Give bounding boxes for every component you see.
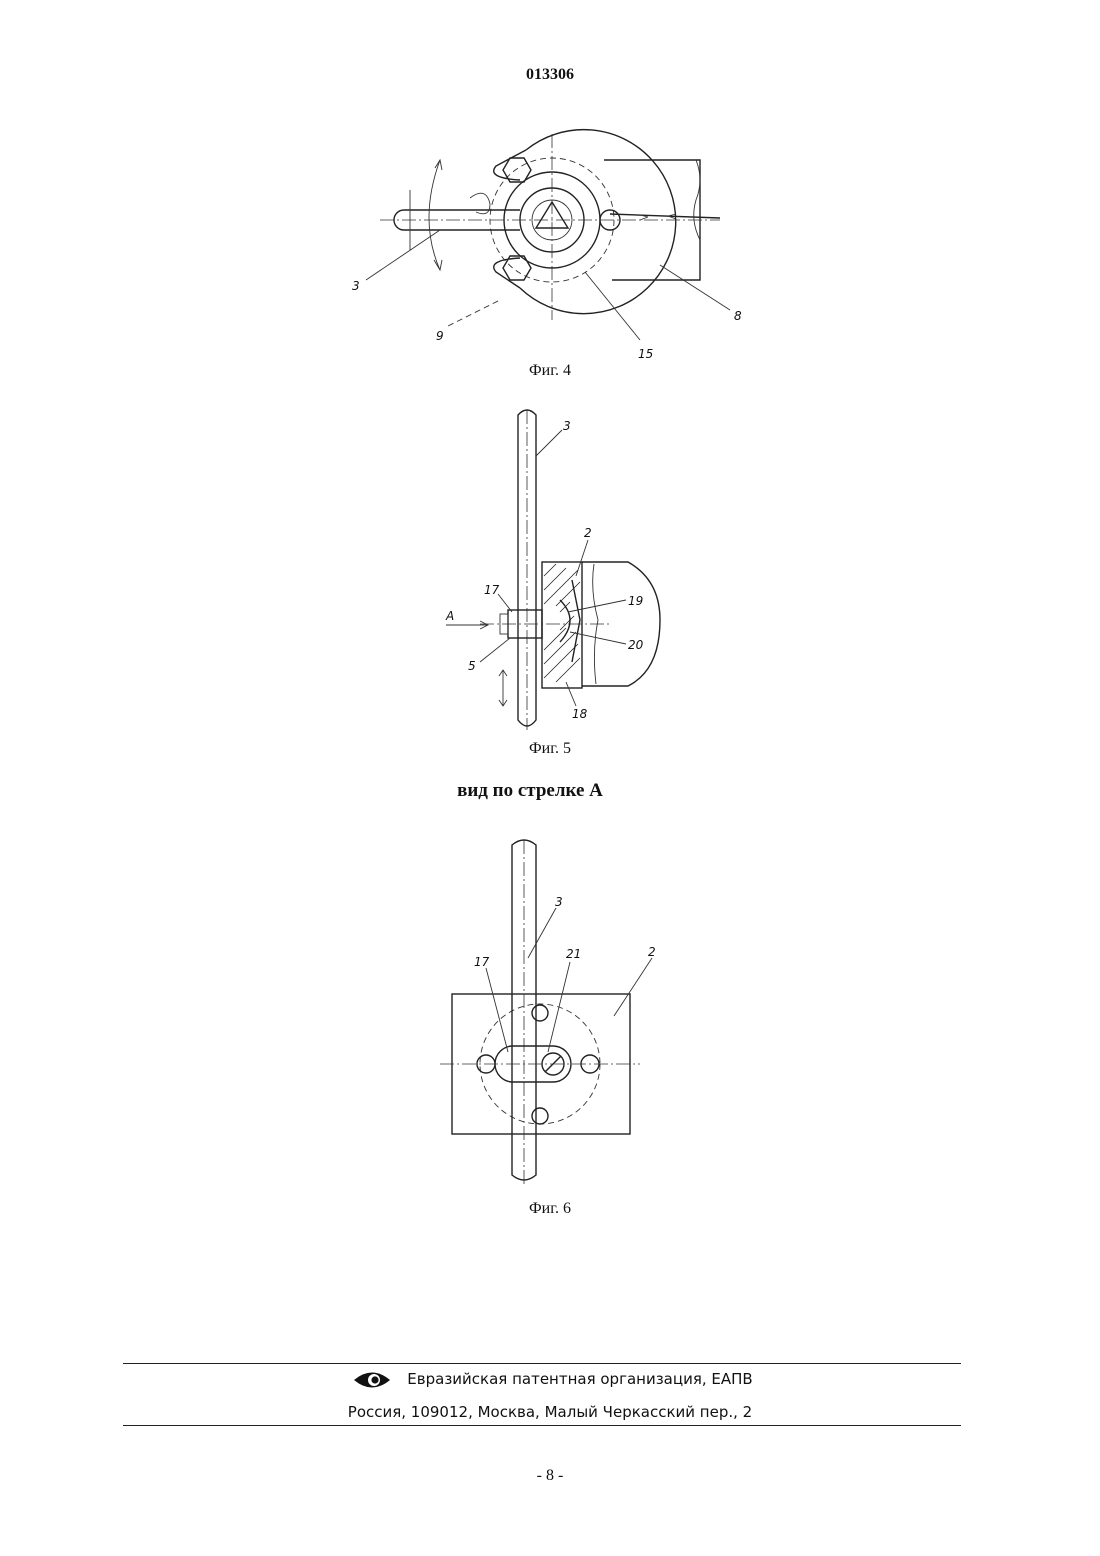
svg-text:2: 2 bbox=[584, 526, 592, 540]
svg-text:21: 21 bbox=[566, 947, 581, 961]
footer-bottom-rule bbox=[123, 1425, 961, 1426]
svg-text:3: 3 bbox=[352, 279, 360, 293]
svg-text:8: 8 bbox=[734, 309, 742, 323]
svg-text:15: 15 bbox=[638, 347, 653, 361]
figure-4-caption: Фиг. 4 bbox=[0, 362, 1100, 380]
figure-4-drawing: 3 9 15 8 bbox=[0, 120, 1100, 360]
document-number: 013306 bbox=[0, 66, 1100, 84]
svg-text:19: 19 bbox=[628, 594, 643, 608]
view-heading: вид по стрелке А bbox=[0, 780, 1100, 802]
figure-6-caption: Фиг. 6 bbox=[0, 1200, 1100, 1218]
svg-text:A: A bbox=[445, 609, 454, 623]
svg-text:2: 2 bbox=[648, 945, 656, 959]
page-number: - 8 - bbox=[0, 1467, 1100, 1485]
figure-5-drawing: 3 2 17 19 A 20 5 18 bbox=[0, 400, 1100, 740]
svg-text:3: 3 bbox=[563, 419, 571, 433]
svg-text:17: 17 bbox=[484, 583, 500, 597]
svg-text:20: 20 bbox=[628, 638, 644, 652]
svg-text:5: 5 bbox=[468, 659, 476, 673]
footer-top-rule bbox=[123, 1363, 961, 1364]
figure-5-caption: Фиг. 5 bbox=[0, 740, 1100, 758]
svg-text:17: 17 bbox=[474, 955, 490, 969]
footer-address: Россия, 109012, Москва, Малый Черкасский… bbox=[0, 1403, 1100, 1421]
footer-organization: Евразийская патентная организация, ЕАПВ bbox=[0, 1370, 1100, 1388]
svg-text:3: 3 bbox=[555, 895, 563, 909]
svg-text:18: 18 bbox=[572, 707, 588, 721]
svg-text:9: 9 bbox=[436, 329, 444, 343]
figure-6-drawing: 3 17 21 2 bbox=[0, 830, 1100, 1190]
